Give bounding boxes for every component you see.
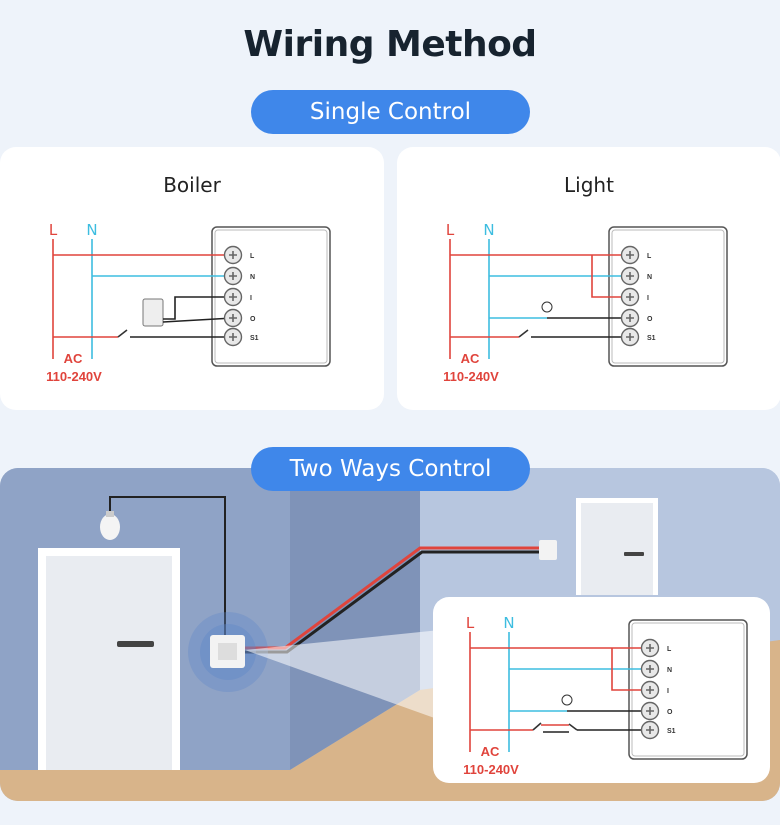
screw-cross-icon: [626, 293, 634, 301]
terminal-label: I: [667, 688, 669, 695]
light-wiring-diagram: L N AC 110-240V L N I O S1: [443, 221, 728, 384]
terminal-label: N: [647, 274, 652, 281]
boiler-wiring-diagram: L N AC 110-240V L N I O S1: [46, 221, 331, 384]
two-ways-control-label: Two Ways Control: [251, 447, 530, 491]
boiler-card: Boiler L N AC 110-240V L N I O S1: [0, 147, 384, 410]
light-bulb-icon: [561, 694, 573, 706]
secondary-switch: [539, 540, 557, 560]
screw-cross-icon: [646, 665, 654, 673]
live-label: L: [466, 614, 475, 632]
terminal-label: N: [250, 274, 255, 281]
light-card-title: Light: [564, 173, 614, 197]
two-way-wiring-diagram: L N AC 110-240V L N I O S1: [463, 614, 748, 777]
voltage-label: 110-240V: [463, 762, 519, 777]
terminal-label: L: [250, 253, 255, 260]
terminal-label: I: [250, 295, 252, 302]
voltage-label: 110-240V: [443, 369, 499, 384]
live-label: L: [49, 221, 58, 239]
terminal-label: L: [667, 646, 672, 653]
screw-cross-icon: [646, 686, 654, 694]
screw-cross-icon: [229, 251, 237, 259]
second-two-way-switch-icon: [568, 723, 578, 731]
live-label: L: [446, 221, 455, 239]
terminal-label: O: [647, 316, 653, 323]
left-door: [38, 548, 180, 770]
live-to-input-jumper: [591, 255, 630, 298]
screw-cross-icon: [626, 314, 634, 322]
terminal-label: S1: [667, 728, 676, 735]
ac-label: AC: [481, 744, 500, 759]
first-two-way-switch-icon: [532, 722, 542, 731]
page-title: Wiring Method: [243, 24, 537, 65]
screw-cross-icon: [626, 272, 634, 280]
screw-cross-icon: [646, 707, 654, 715]
light-bulb-icon: [100, 511, 120, 540]
ac-label: AC: [461, 351, 480, 366]
single-control-label: Single Control: [251, 90, 530, 134]
neutral-label: N: [86, 221, 97, 239]
terminal-label: O: [667, 709, 673, 716]
screw-cross-icon: [626, 333, 634, 341]
voltage-label: 110-240V: [46, 369, 102, 384]
terminal-label: I: [647, 295, 649, 302]
neutral-label: N: [503, 614, 514, 632]
ac-label: AC: [64, 351, 83, 366]
terminal-label: L: [647, 253, 652, 260]
wall-switch-icon: [117, 329, 128, 338]
light-beam: [245, 630, 440, 720]
screw-cross-icon: [626, 251, 634, 259]
right-door: [576, 498, 658, 595]
light-bulb-icon: [541, 301, 553, 313]
screw-cross-icon: [229, 272, 237, 280]
terminal-label: N: [667, 667, 672, 674]
wall-switch-icon: [518, 329, 529, 338]
terminal-label: O: [250, 316, 256, 323]
live-to-input-jumper: [611, 648, 650, 691]
two-way-diagram-card: L N AC 110-240V L N I O S1: [433, 597, 770, 783]
screw-cross-icon: [229, 293, 237, 301]
light-card: Light L N AC 110-240V L N I O S1: [397, 147, 780, 410]
boiler-card-title: Boiler: [163, 173, 221, 197]
screw-cross-icon: [229, 333, 237, 341]
boiler-output-wire: [162, 317, 234, 323]
terminal-label: S1: [647, 335, 656, 342]
neutral-label: N: [483, 221, 494, 239]
terminal-label: S1: [250, 335, 259, 342]
boiler-thermostat-icon: [142, 298, 164, 327]
screw-cross-icon: [646, 644, 654, 652]
boiler-input-wire: [163, 296, 233, 320]
screw-cross-icon: [646, 726, 654, 734]
screw-cross-icon: [229, 314, 237, 322]
